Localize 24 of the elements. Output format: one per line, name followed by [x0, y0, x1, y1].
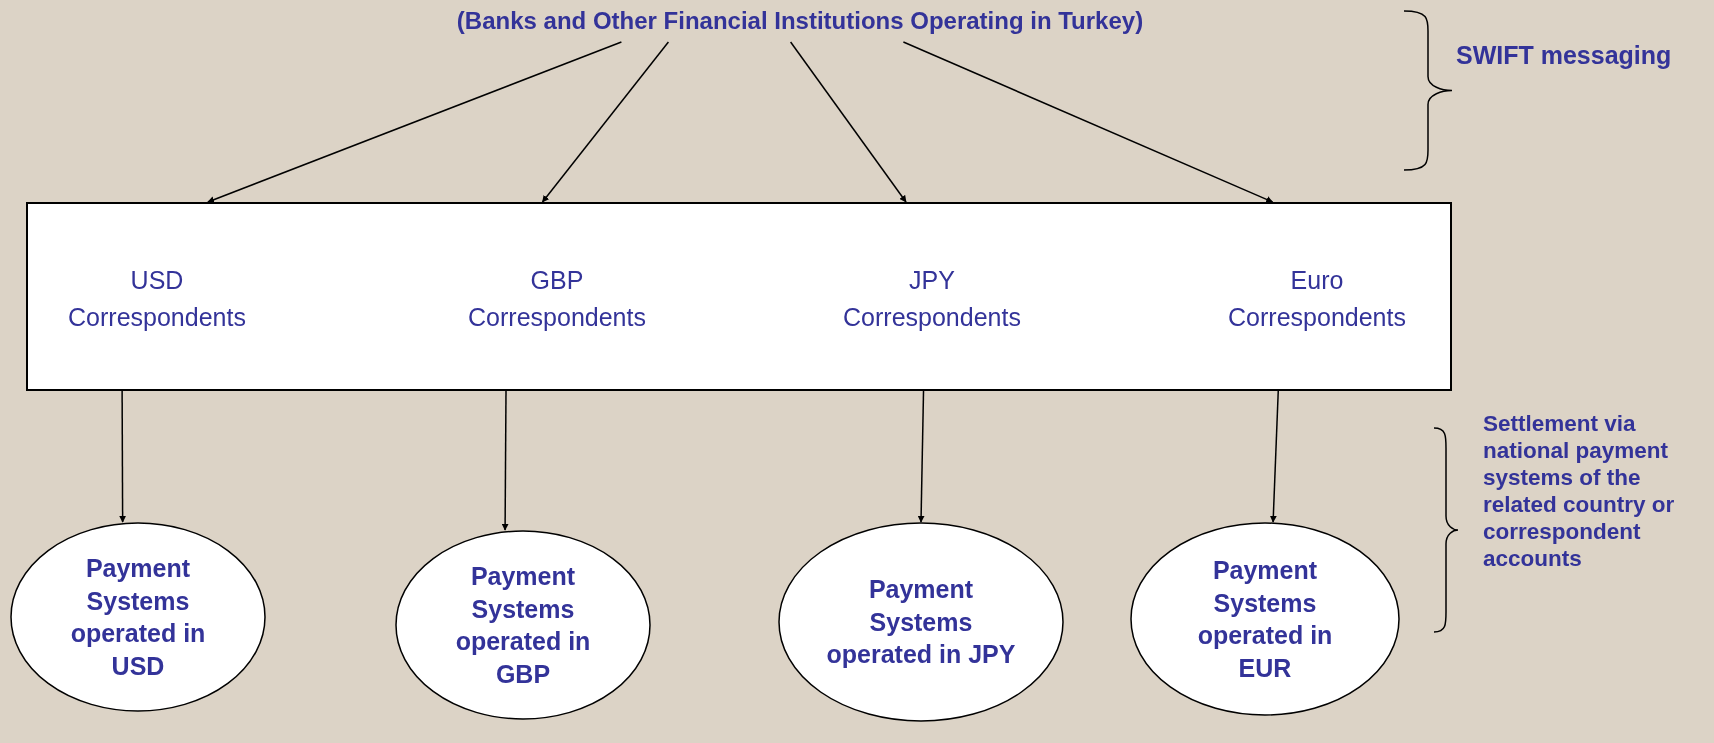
node-label: Payment Systems operated in EUR	[1196, 555, 1334, 684]
arrow	[902, 41, 1274, 203]
node-label: JPY Correspondents	[843, 265, 1021, 333]
arrow	[541, 41, 670, 203]
node-label: GBP Correspondents	[468, 265, 646, 333]
payment-system-ellipse	[395, 530, 651, 720]
payment-system-ellipse	[1130, 522, 1400, 716]
arrow	[789, 41, 907, 203]
arrow	[207, 41, 623, 203]
node-label: USD Correspondents	[68, 265, 246, 333]
arrow	[917, 390, 925, 523]
brace-label: SWIFT messaging	[1456, 40, 1673, 70]
payment-system-ellipse	[778, 522, 1064, 722]
correspondents-box	[26, 202, 1452, 391]
arrow	[501, 390, 509, 531]
node-label: Payment Systems operated in JPY	[825, 574, 1017, 671]
node-label: Payment Systems operated in GBP	[454, 561, 592, 690]
brace-label: Settlement via national payment systems of the related country or correspondent accounts	[1483, 410, 1676, 572]
payment-system-ellipse	[10, 522, 266, 712]
arrow	[1269, 390, 1279, 523]
heading: (Banks and Other Financial Institutions Operating in Turkey)	[456, 7, 1144, 35]
arrow	[119, 390, 127, 523]
node-label: Euro Correspondents	[1228, 265, 1406, 333]
node-label: Payment Systems operated in USD	[69, 553, 207, 682]
